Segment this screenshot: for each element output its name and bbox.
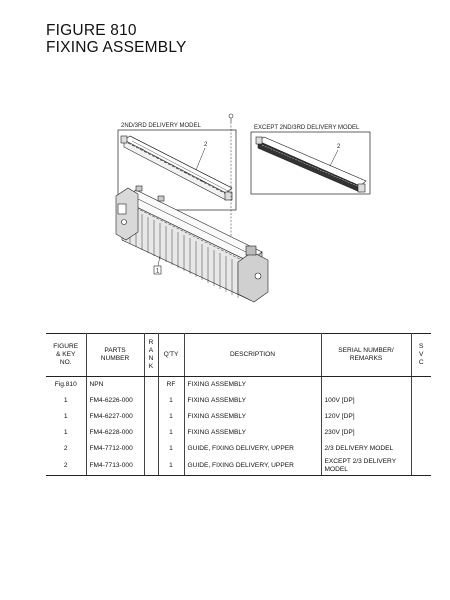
cell-parts-number: FM4-6227-000 (85, 409, 145, 425)
cell-rank (143, 393, 159, 409)
table-row: 1 FM4-6228-000 1 FIXING ASSEMBLY 230V [D… (46, 425, 431, 441)
label-except-2nd-3rd-delivery-model: EXCEPT 2ND/3RD DELIVERY MODEL (254, 125, 360, 131)
cell-remarks: 230V [DP] (320, 425, 412, 441)
cell-key: 2 (46, 457, 87, 476)
detail-box-right (250, 131, 371, 195)
cell-key: 1 (46, 393, 87, 409)
cell-description: FIXING ASSEMBLY (183, 409, 322, 425)
table-row: Fig.810 NPN RF FIXING ASSEMBLY (46, 376, 431, 393)
cell-remarks: 2/3 DELIVERY MODEL (320, 441, 412, 457)
cell-qty: 1 (157, 441, 185, 457)
callout-1: 1 (153, 255, 162, 275)
cell-parts-number: FM4-6226-000 (85, 393, 145, 409)
cell-description: FIXING ASSEMBLY (183, 425, 322, 441)
cell-rank (143, 457, 159, 476)
figure-title: FIXING ASSEMBLY (46, 39, 187, 56)
header-svc: S V C (410, 333, 431, 377)
cell-svc (410, 409, 431, 425)
cell-qty: 1 (157, 409, 185, 425)
guide-except-drawing (255, 136, 367, 193)
cell-remarks (320, 376, 412, 393)
cell-parts-number: FM4-6228-000 (85, 425, 145, 441)
cell-description: GUIDE, FIXING DELIVERY, UPPER (183, 457, 322, 476)
label-2nd-3rd-delivery-model: 2ND/3RD DELIVERY MODEL (121, 123, 201, 129)
cell-rank (143, 441, 159, 457)
cell-qty: RF (157, 376, 185, 393)
delivery-guide-2nd-3rd-box: 2ND/3RD DELIVERY MODEL 2 (117, 123, 237, 211)
cell-key: 2 (46, 441, 87, 457)
cell-parts-number: FM4-7713-000 (85, 457, 145, 476)
cell-remarks: EXCEPT 2/3 DELIVERY MODEL (320, 457, 412, 476)
cell-description: FIXING ASSEMBLY (183, 393, 322, 409)
callout-1-number: 1 (156, 269, 160, 275)
cell-qty: 1 (157, 393, 185, 409)
header-serial-remarks: SERIAL NUMBER/ REMARKS (320, 333, 412, 377)
cell-rank (143, 409, 159, 425)
header-rank: R A N K (143, 333, 159, 377)
header-figure-key: FIGURE & KEY NO. (46, 333, 87, 377)
delivery-guide-except-box: EXCEPT 2ND/3RD DELIVERY MODEL 2 (250, 125, 371, 195)
header-parts-number: PARTS NUMBER (85, 333, 145, 377)
header-description: DESCRIPTION (183, 333, 322, 377)
cell-svc (410, 441, 431, 457)
cell-remarks: 120V [DP] (320, 409, 412, 425)
cell-svc (410, 457, 431, 476)
table-row: 1 FM4-6227-000 1 FIXING ASSEMBLY 120V [D… (46, 409, 431, 425)
table-header-row: FIGURE & KEY NO. PARTS NUMBER R A N K Q'… (46, 333, 431, 377)
parts-table: FIGURE & KEY NO. PARTS NUMBER R A N K Q'… (46, 333, 431, 476)
figure-number: FIGURE 810 (46, 22, 137, 39)
cell-rank (143, 376, 159, 393)
cell-qty: 1 (157, 457, 185, 476)
cell-svc (410, 425, 431, 441)
screw-pin (228, 113, 234, 252)
cell-description: GUIDE, FIXING DELIVERY, UPPER (183, 441, 322, 457)
table-row: 1 FM4-6226-000 1 FIXING ASSEMBLY 100V [D… (46, 393, 431, 409)
callout-2-left: 2 (204, 142, 208, 148)
cell-key: Fig.810 (46, 376, 87, 393)
guide-2nd-3rd-drawing (120, 135, 233, 201)
page-title: FIGURE 810 FIXING ASSEMBLY (46, 22, 187, 56)
table-row: 2 FM4-7712-000 1 GUIDE, FIXING DELIVERY,… (46, 441, 431, 457)
cell-qty: 1 (157, 425, 185, 441)
cell-parts-number: FM4-7712-000 (85, 441, 145, 457)
table-row: 2 FM4-7713-000 1 GUIDE, FIXING DELIVERY,… (46, 457, 431, 476)
cell-description: FIXING ASSEMBLY (183, 376, 322, 393)
cell-svc (410, 393, 431, 409)
cell-remarks: 100V [DP] (320, 393, 412, 409)
callout-2-right: 2 (337, 144, 341, 150)
cell-key: 1 (46, 425, 87, 441)
fixing-assembly-drawing (115, 185, 269, 303)
cell-parts-number: NPN (85, 376, 145, 393)
header-qty: Q'TY (157, 333, 185, 377)
cell-key: 1 (46, 409, 87, 425)
cell-rank (143, 425, 159, 441)
cell-svc (410, 376, 431, 393)
